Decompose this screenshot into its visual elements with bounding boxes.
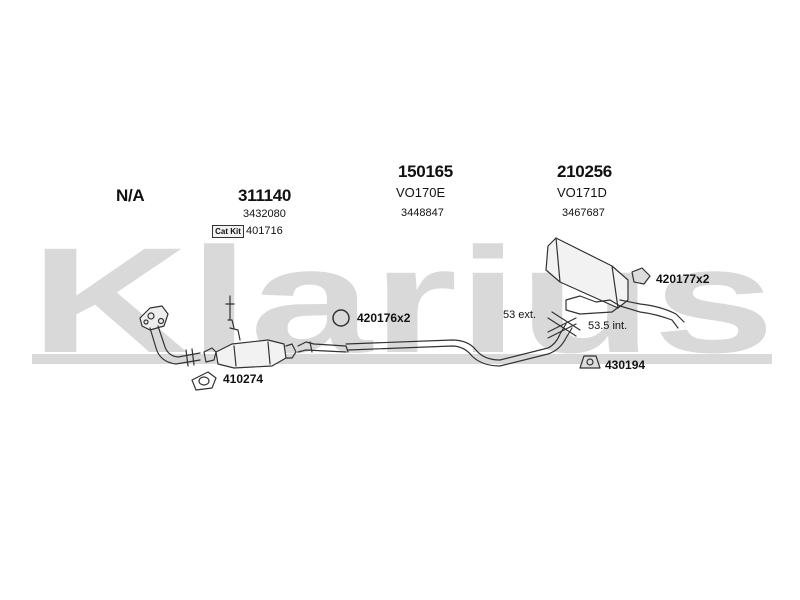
rear-silencer <box>545 237 685 329</box>
rubber-mount-code: 420177x2 <box>656 272 710 286</box>
column-catalyst-code: 311140 <box>238 186 292 205</box>
clamp-markers <box>547 311 581 339</box>
column-mid-code: 150165 <box>398 162 453 181</box>
front-flange <box>139 305 169 331</box>
mount-bracket-icon <box>579 355 601 369</box>
mount-bracket-code: 430194 <box>605 358 646 372</box>
gasket-code: 410274 <box>223 372 264 386</box>
cat-kit-badge: Cat Kit <box>212 225 244 238</box>
intermediate-pipe <box>297 323 573 367</box>
front-downpipe <box>149 325 201 367</box>
ring-icon <box>332 309 350 327</box>
column-mid-sub: VO170E <box>396 185 446 200</box>
dimension-internal: 53.5 int. <box>588 320 628 332</box>
column-rear-sub: VO171D <box>557 185 607 200</box>
column-rear-code: 210256 <box>557 162 612 181</box>
cat-kit-code: 401716 <box>246 225 283 237</box>
catalytic-converter <box>203 295 297 369</box>
column-na-code: N/A <box>116 186 145 205</box>
dimension-external: 53 ext. <box>503 309 537 321</box>
column-rear-ref: 3467687 <box>562 207 605 219</box>
watermark-text: Klarius <box>30 216 775 384</box>
gasket-icon <box>191 371 217 391</box>
ring-code: 420176x2 <box>357 311 411 325</box>
column-mid-ref: 3448847 <box>401 207 444 219</box>
rubber-mount-icon <box>631 267 651 285</box>
column-catalyst-ref: 3432080 <box>243 208 286 220</box>
